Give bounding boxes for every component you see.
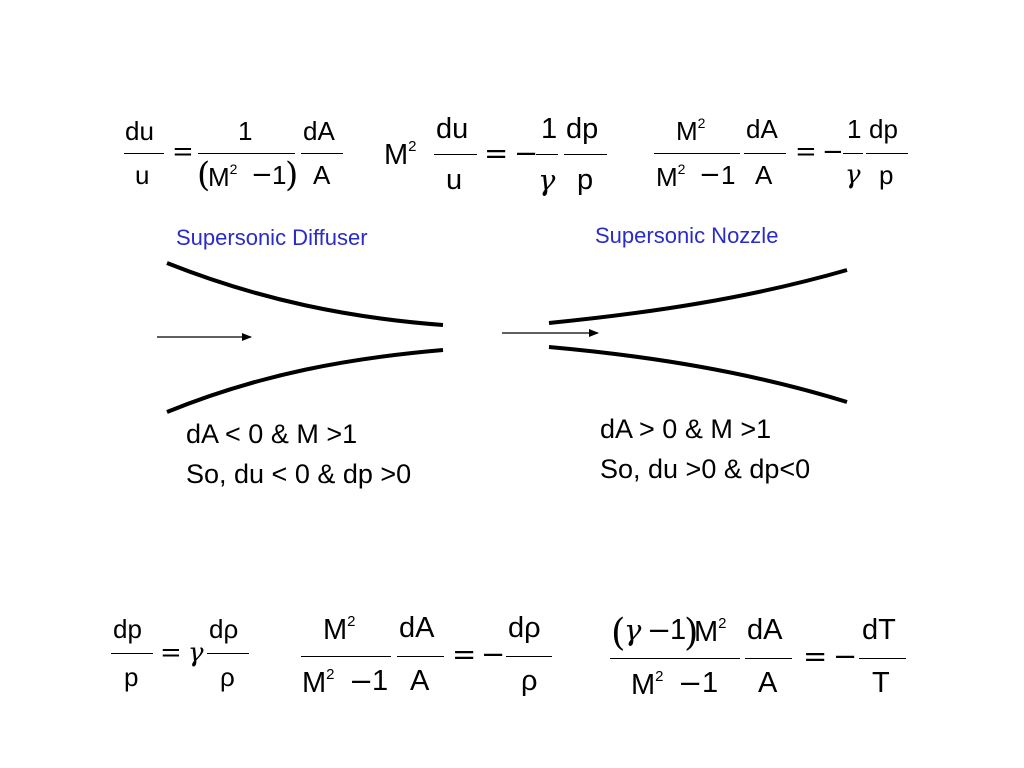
- nozzle-condition-line-1: dA > 0 & M >1: [600, 414, 772, 444]
- eq1-num-dA: dA: [303, 116, 335, 146]
- eq4-den-rho: ρ: [220, 662, 235, 692]
- eq3-den-m: M2: [656, 161, 686, 192]
- eq1-den-m: M2: [208, 161, 238, 192]
- eq4-den-p: p: [124, 662, 139, 692]
- nozzle-condition-line-2: So, du >0 & dp<0: [600, 454, 811, 484]
- eq2-num-du: du: [436, 113, 469, 145]
- eq6-fraction-bar-right: [859, 658, 906, 659]
- eq3-equals: =: [795, 137, 817, 167]
- eq4-num-drho: dρ: [209, 614, 239, 644]
- eq1-den-minus: −: [251, 160, 273, 190]
- eq6-minus-in: −: [647, 613, 672, 647]
- eq2-den-u: u: [446, 164, 463, 196]
- eq5-num-drho: dρ: [508, 612, 541, 644]
- eq2-fraction-bar-left: [434, 154, 477, 155]
- diffuser-title: Supersonic Diffuser: [176, 225, 368, 250]
- eq1-fraction-bar-mid: [198, 153, 295, 154]
- eq3-num-m: M2: [676, 115, 706, 146]
- eq6-minus: −: [833, 639, 858, 673]
- eq1-paren-open: (: [197, 155, 211, 195]
- eq3-minus: −: [822, 137, 844, 167]
- eq5-den-m: M2: [302, 666, 335, 699]
- eq5-den-minus: −: [349, 664, 374, 698]
- eq1-equals: =: [172, 137, 194, 167]
- eq5-fraction-bar-right: [506, 656, 552, 657]
- nozzle-shape: [502, 268, 848, 404]
- eq3-fraction-bar-gamma: [843, 153, 863, 154]
- eq3-fraction-bar-right: [866, 153, 908, 154]
- nozzle-conditions: dA > 0 & M >1 So, du >0 & dp<0: [600, 409, 810, 489]
- eq6-fraction-bar-left: [610, 658, 740, 659]
- eq1-num-1: 1: [238, 116, 253, 146]
- eq5-den-rho: ρ: [521, 665, 538, 697]
- eq2-equals: =: [484, 136, 509, 170]
- eq3-num-1: 1: [847, 114, 862, 144]
- eq5-den-A: A: [410, 665, 430, 697]
- nozzle-title: Supersonic Nozzle: [595, 223, 779, 248]
- eq2-fraction-bar-mid: [536, 154, 558, 155]
- eq2-minus: −: [514, 136, 539, 170]
- eq5-num-m: M2: [323, 613, 356, 646]
- eq2-den-p: p: [577, 164, 594, 196]
- eq2-coef-m: M2: [384, 138, 417, 171]
- eq6-paren-open: (: [611, 611, 626, 654]
- eq4-fraction-bar-right: [207, 653, 249, 654]
- eq1-den-A: A: [313, 160, 331, 190]
- eq5-minus: −: [481, 637, 506, 671]
- diffuser-lower-wall: [166, 348, 444, 414]
- eq3-den-A: A: [755, 160, 773, 190]
- eq2-fraction-bar-right: [564, 154, 607, 155]
- eq6-fraction-bar-mid: [745, 658, 792, 659]
- eq6-den-m: M2: [631, 668, 664, 701]
- eq6-den-minus: −: [678, 666, 703, 700]
- nozzle-upper-wall: [548, 268, 848, 325]
- nozzle-lower-wall: [548, 345, 848, 404]
- eq4-equals: =: [160, 638, 182, 668]
- eq5-fraction-bar-mid: [397, 656, 444, 657]
- eq6-one-in: 1: [670, 614, 687, 646]
- eq3-den-gamma: γ: [845, 160, 861, 190]
- eq3-den-p: p: [879, 160, 894, 190]
- diffuser-conditions: dA < 0 & M >1 So, du < 0 & dp >0: [186, 414, 411, 494]
- eq6-equals: =: [803, 639, 828, 673]
- eq6-gamma: γ: [624, 613, 642, 647]
- eq1-fraction-bar-right: [301, 153, 343, 154]
- eq3-num-dA: dA: [746, 114, 778, 144]
- eq1-den-one: 1: [272, 160, 287, 190]
- eq5-fraction-bar-left: [301, 656, 391, 657]
- eq6-num-m: M2: [694, 615, 727, 648]
- eq2-num-1: 1: [541, 113, 558, 145]
- eq1-num-du: du: [125, 116, 154, 146]
- diffuser-upper-wall: [166, 261, 444, 327]
- diffuser-condition-line-2: So, du < 0 & dp >0: [186, 459, 412, 489]
- eq6-den-one: 1: [702, 667, 719, 699]
- eq6-den-T: T: [872, 667, 890, 699]
- eq3-fraction-bar-left: [654, 153, 740, 154]
- eq5-den-one: 1: [372, 665, 389, 697]
- eq6-paren-close: ): [684, 611, 699, 654]
- eq1-den-u: u: [135, 160, 150, 190]
- eq5-equals: =: [452, 637, 477, 671]
- eq6-den-A: A: [758, 667, 778, 699]
- eq3-num-dp: dp: [869, 114, 898, 144]
- eq4-num-dp: dp: [113, 614, 142, 644]
- eq2-den-gamma: γ: [538, 163, 556, 197]
- eq4-gamma: γ: [188, 638, 204, 668]
- eq2-num-dp: dp: [566, 113, 599, 145]
- diffuser-condition-line-1: dA < 0 & M >1: [186, 419, 358, 449]
- eq4-fraction-bar-left: [111, 653, 153, 654]
- eq1-paren-close: ): [285, 155, 299, 195]
- eq3-den-one: 1: [721, 160, 736, 190]
- eq5-num-dA: dA: [399, 612, 435, 644]
- eq3-den-minus: −: [699, 160, 721, 190]
- eq6-num-dT: dT: [862, 614, 896, 646]
- diffuser-shape: [157, 261, 444, 414]
- eq1-fraction-bar-left: [124, 153, 164, 154]
- eq6-num-dA: dA: [747, 614, 783, 646]
- eq3-fraction-bar-mid: [744, 153, 786, 154]
